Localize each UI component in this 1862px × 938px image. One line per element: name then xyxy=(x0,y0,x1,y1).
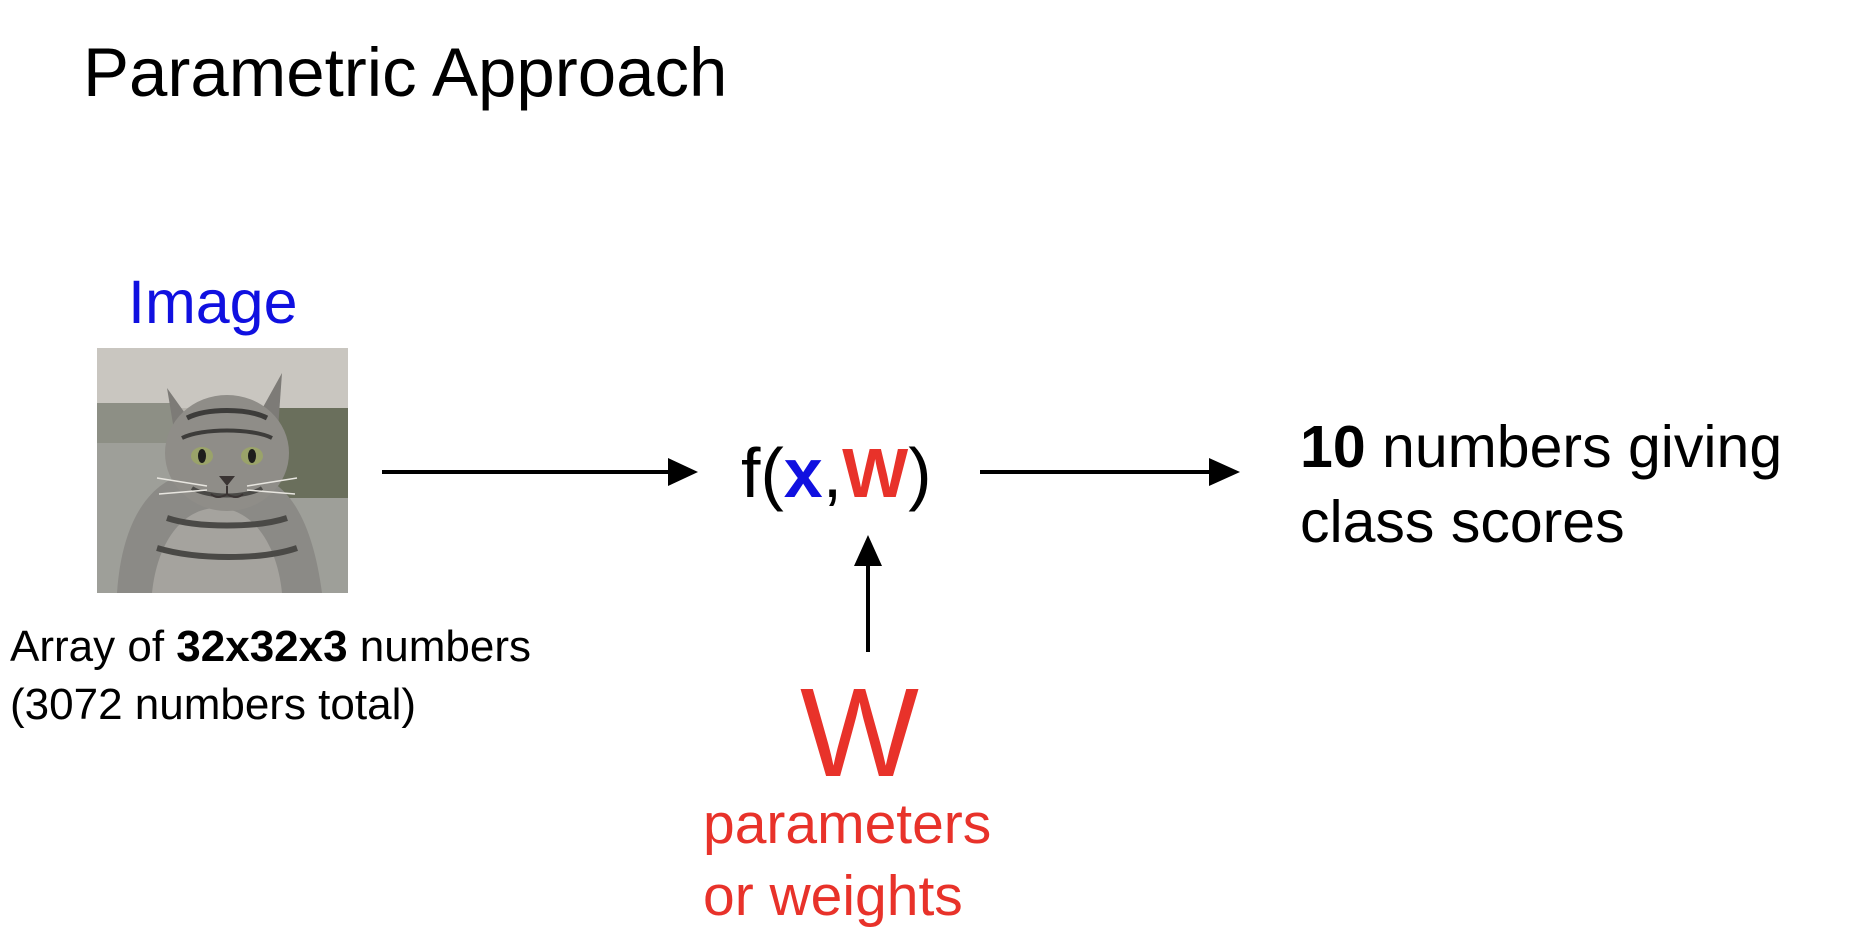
cat-image-drawing xyxy=(97,348,348,593)
weights-caption-line1: parameters xyxy=(703,792,992,856)
function-x: x xyxy=(783,434,823,512)
output-count: 10 xyxy=(1300,414,1366,480)
input-caption-line1: Array of 32x32x3 numbers xyxy=(10,618,531,676)
output-caption: 10 numbers giving class scores xyxy=(1300,410,1782,560)
weights-caption: parameters or weights xyxy=(703,788,991,932)
function-close: ) xyxy=(908,434,932,512)
arrow-weights-to-function xyxy=(854,535,882,652)
weights-caption-line2: or weights xyxy=(703,864,963,928)
input-caption: Array of 32x32x3 numbers (3072 numbers t… xyxy=(10,618,531,734)
function-comma: , xyxy=(822,434,843,512)
slide-title: Parametric Approach xyxy=(83,34,728,111)
weights-symbol: W xyxy=(800,662,919,803)
input-caption-line2: (3072 numbers total) xyxy=(10,680,416,729)
input-dimensions: 32x32x3 xyxy=(176,622,348,671)
cat-image xyxy=(97,348,348,593)
function-open: f( xyxy=(741,434,784,512)
function-expression: f(x,W) xyxy=(741,438,932,508)
output-caption-rest: numbers giving xyxy=(1365,414,1783,480)
input-caption-suffix: numbers xyxy=(347,622,531,671)
output-caption-line1: 10 numbers giving xyxy=(1300,410,1782,485)
input-caption-prefix: Array of xyxy=(10,622,177,671)
function-w: W xyxy=(842,434,909,512)
output-caption-line2: class scores xyxy=(1300,489,1625,555)
arrow-function-to-scores xyxy=(980,458,1240,486)
image-label: Image xyxy=(128,268,298,336)
arrow-image-to-function xyxy=(382,458,698,486)
